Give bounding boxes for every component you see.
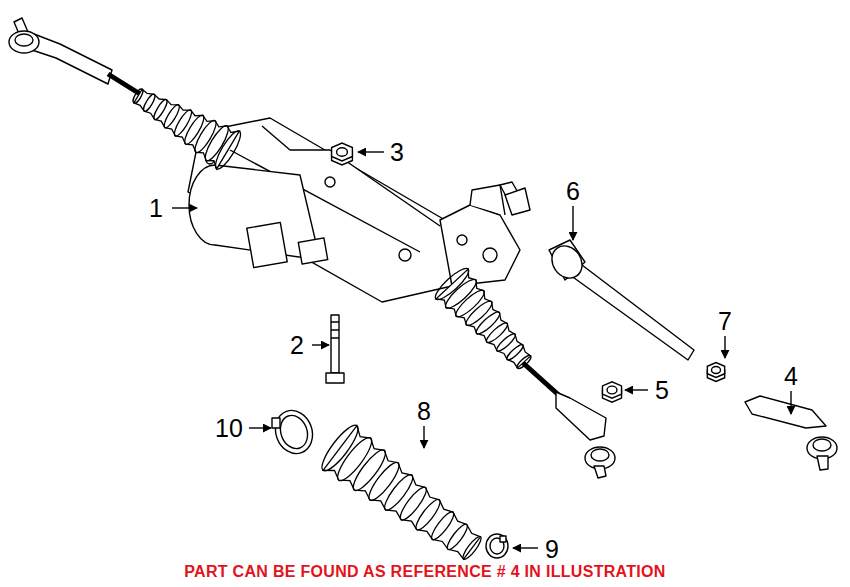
callout-number: 10 — [215, 416, 243, 441]
callout-number: 7 — [718, 309, 732, 334]
callout-number: 4 — [784, 364, 798, 389]
leader-lines — [172, 152, 791, 548]
callout-number: 9 — [545, 537, 559, 562]
rubber-boot — [432, 265, 533, 371]
leader-line — [312, 344, 329, 345]
rubber-boot — [131, 88, 244, 172]
nut — [602, 382, 621, 403]
leader-line — [572, 206, 573, 240]
bolt — [326, 315, 344, 383]
pinion-housing — [440, 182, 530, 286]
leader-line — [423, 426, 424, 448]
nut — [707, 363, 724, 382]
leader-line — [513, 547, 538, 548]
right-tie-rod — [522, 362, 615, 478]
left-tie-rod-end — [9, 18, 140, 94]
callout-number: 6 — [566, 179, 580, 204]
leader-line — [358, 151, 384, 152]
inner-tie-rod — [546, 240, 694, 360]
leader-line — [625, 389, 648, 390]
leader-line — [790, 391, 791, 414]
rubber-boot — [317, 421, 484, 562]
callout-number: 3 — [390, 140, 404, 165]
leader-line — [172, 207, 197, 208]
callout-number: 2 — [290, 333, 304, 358]
reference-note: PART CAN BE FOUND AS REFERENCE # 4 IN IL… — [184, 564, 665, 580]
callout-number: 5 — [655, 378, 669, 403]
callout-number: 8 — [417, 399, 431, 424]
leader-line — [724, 336, 725, 358]
nut — [332, 143, 353, 165]
boot-clamp — [486, 534, 508, 558]
boot-clamp — [270, 405, 319, 459]
leader-line — [249, 427, 271, 428]
callout-number: 1 — [149, 196, 163, 221]
